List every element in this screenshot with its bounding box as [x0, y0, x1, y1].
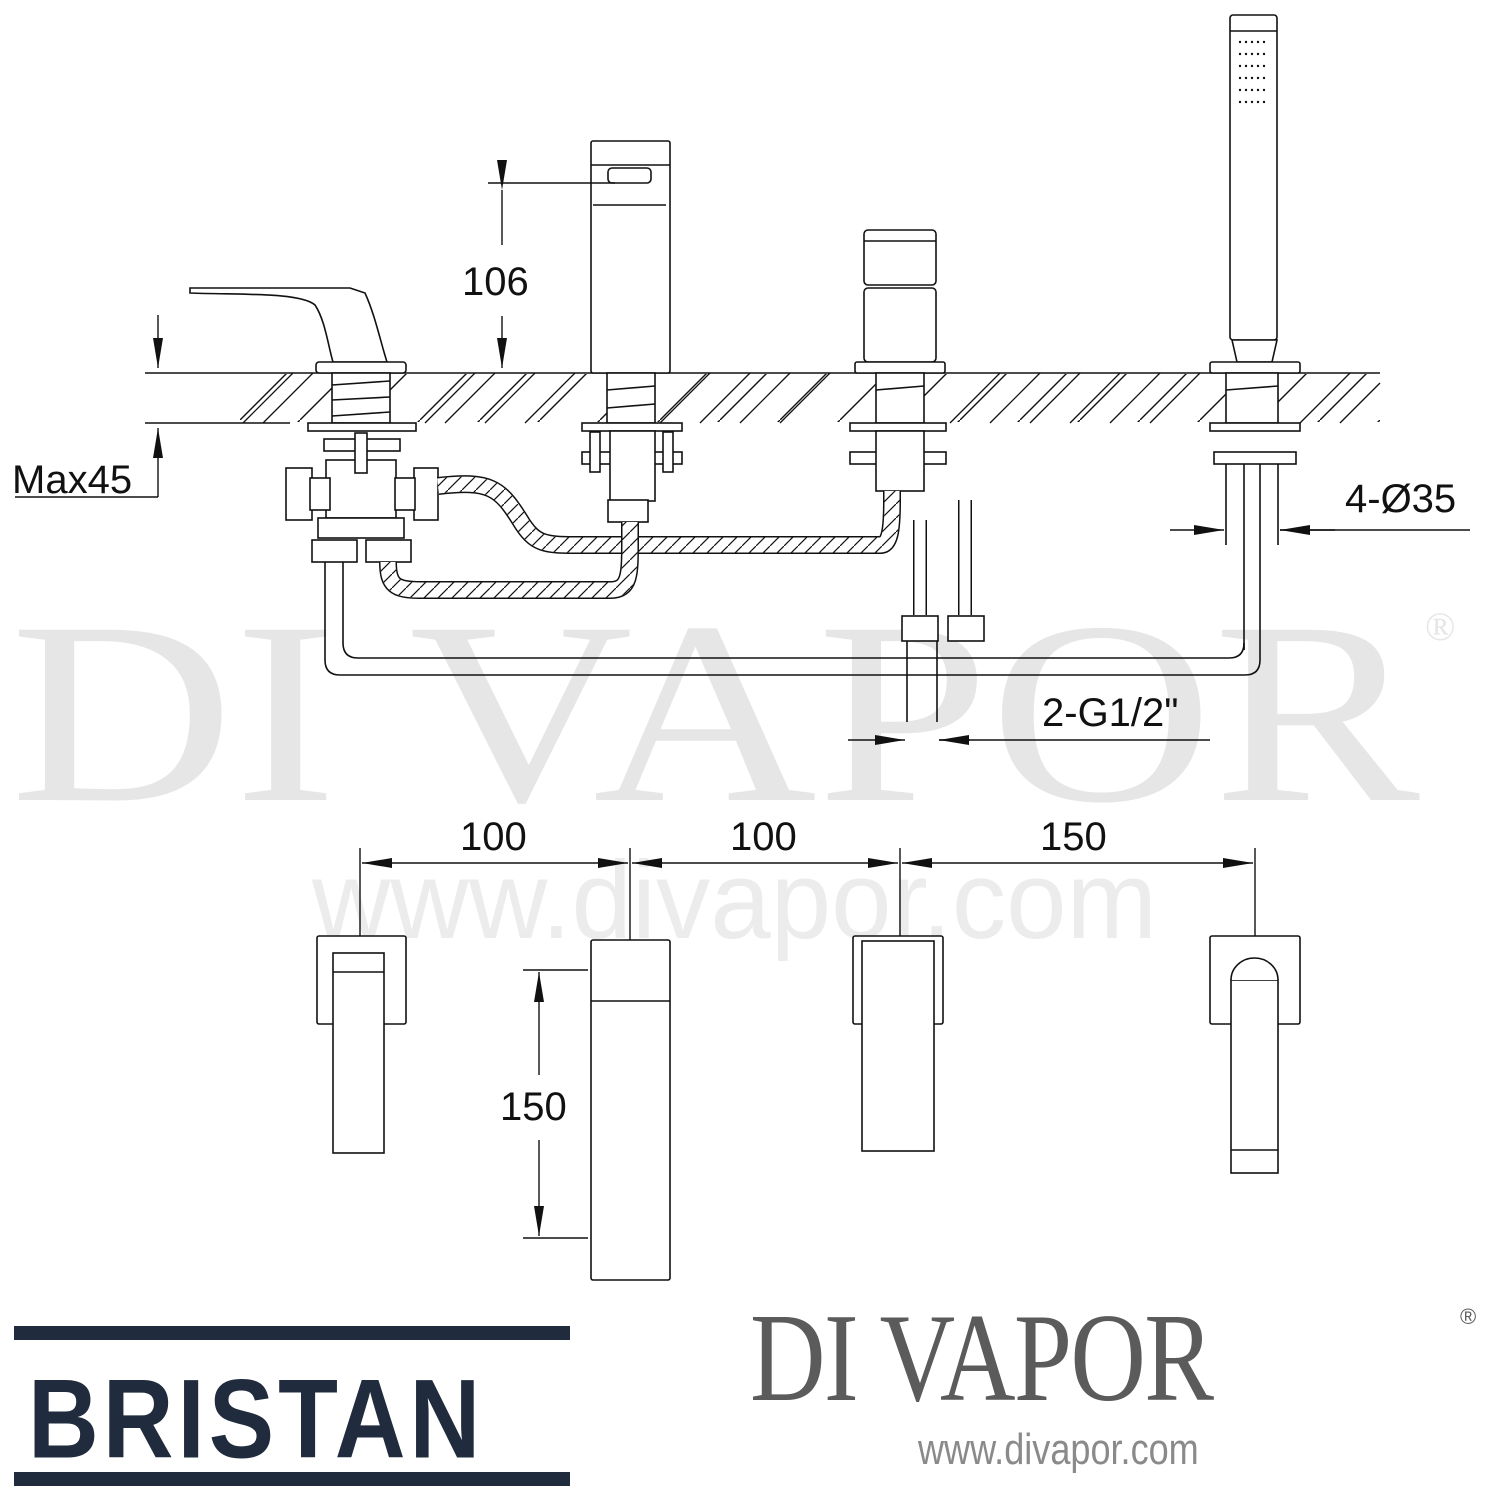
- dim-spout-length: 150: [500, 1085, 567, 1129]
- flexible-hoses: [324, 475, 1261, 722]
- plan-view: [316, 935, 1301, 1281]
- handshower-spray-dots: [1238, 40, 1266, 104]
- dim-spout-height: 106: [462, 260, 529, 304]
- bristan-logo: BRISTAN: [14, 1322, 570, 1490]
- bristan-logo-top-bar: [14, 1326, 570, 1340]
- dim-hole-diameter: 4-Ø35: [1345, 477, 1456, 521]
- bristan-logo-bottom-bar: [14, 1472, 570, 1486]
- bath-spout-side: [581, 140, 683, 523]
- watermark-text: DI VAPOR: [10, 569, 1421, 857]
- diverter-side: [849, 229, 947, 492]
- dim-spacing-2: 100: [730, 815, 797, 859]
- divapor-registered-mark: ®: [1460, 1304, 1477, 1329]
- lever-valve-side: [189, 287, 439, 563]
- deck-section: [145, 372, 1381, 424]
- divapor-url: www.divapor.com: [918, 1425, 1199, 1474]
- bristan-logo-text: BRISTAN: [28, 1355, 485, 1482]
- dim-deck-thickness: Max45: [12, 458, 132, 502]
- handshower-side: [1209, 14, 1301, 650]
- dim-inlet-thread: 2-G1/2": [1042, 691, 1178, 735]
- dimension-lines-plan: [359, 848, 1256, 1239]
- divapor-logo-text: DI VAPOR: [750, 1289, 1214, 1428]
- watermark: DI VAPOR ® www.divapor.com: [10, 569, 1455, 962]
- dim-spacing-1: 100: [460, 815, 527, 859]
- watermark-registered: ®: [1425, 604, 1455, 649]
- watermark-url: www.divapor.com: [311, 839, 1157, 962]
- dim-spacing-3: 150: [1040, 815, 1107, 859]
- dimension-lines-side: [15, 160, 1470, 745]
